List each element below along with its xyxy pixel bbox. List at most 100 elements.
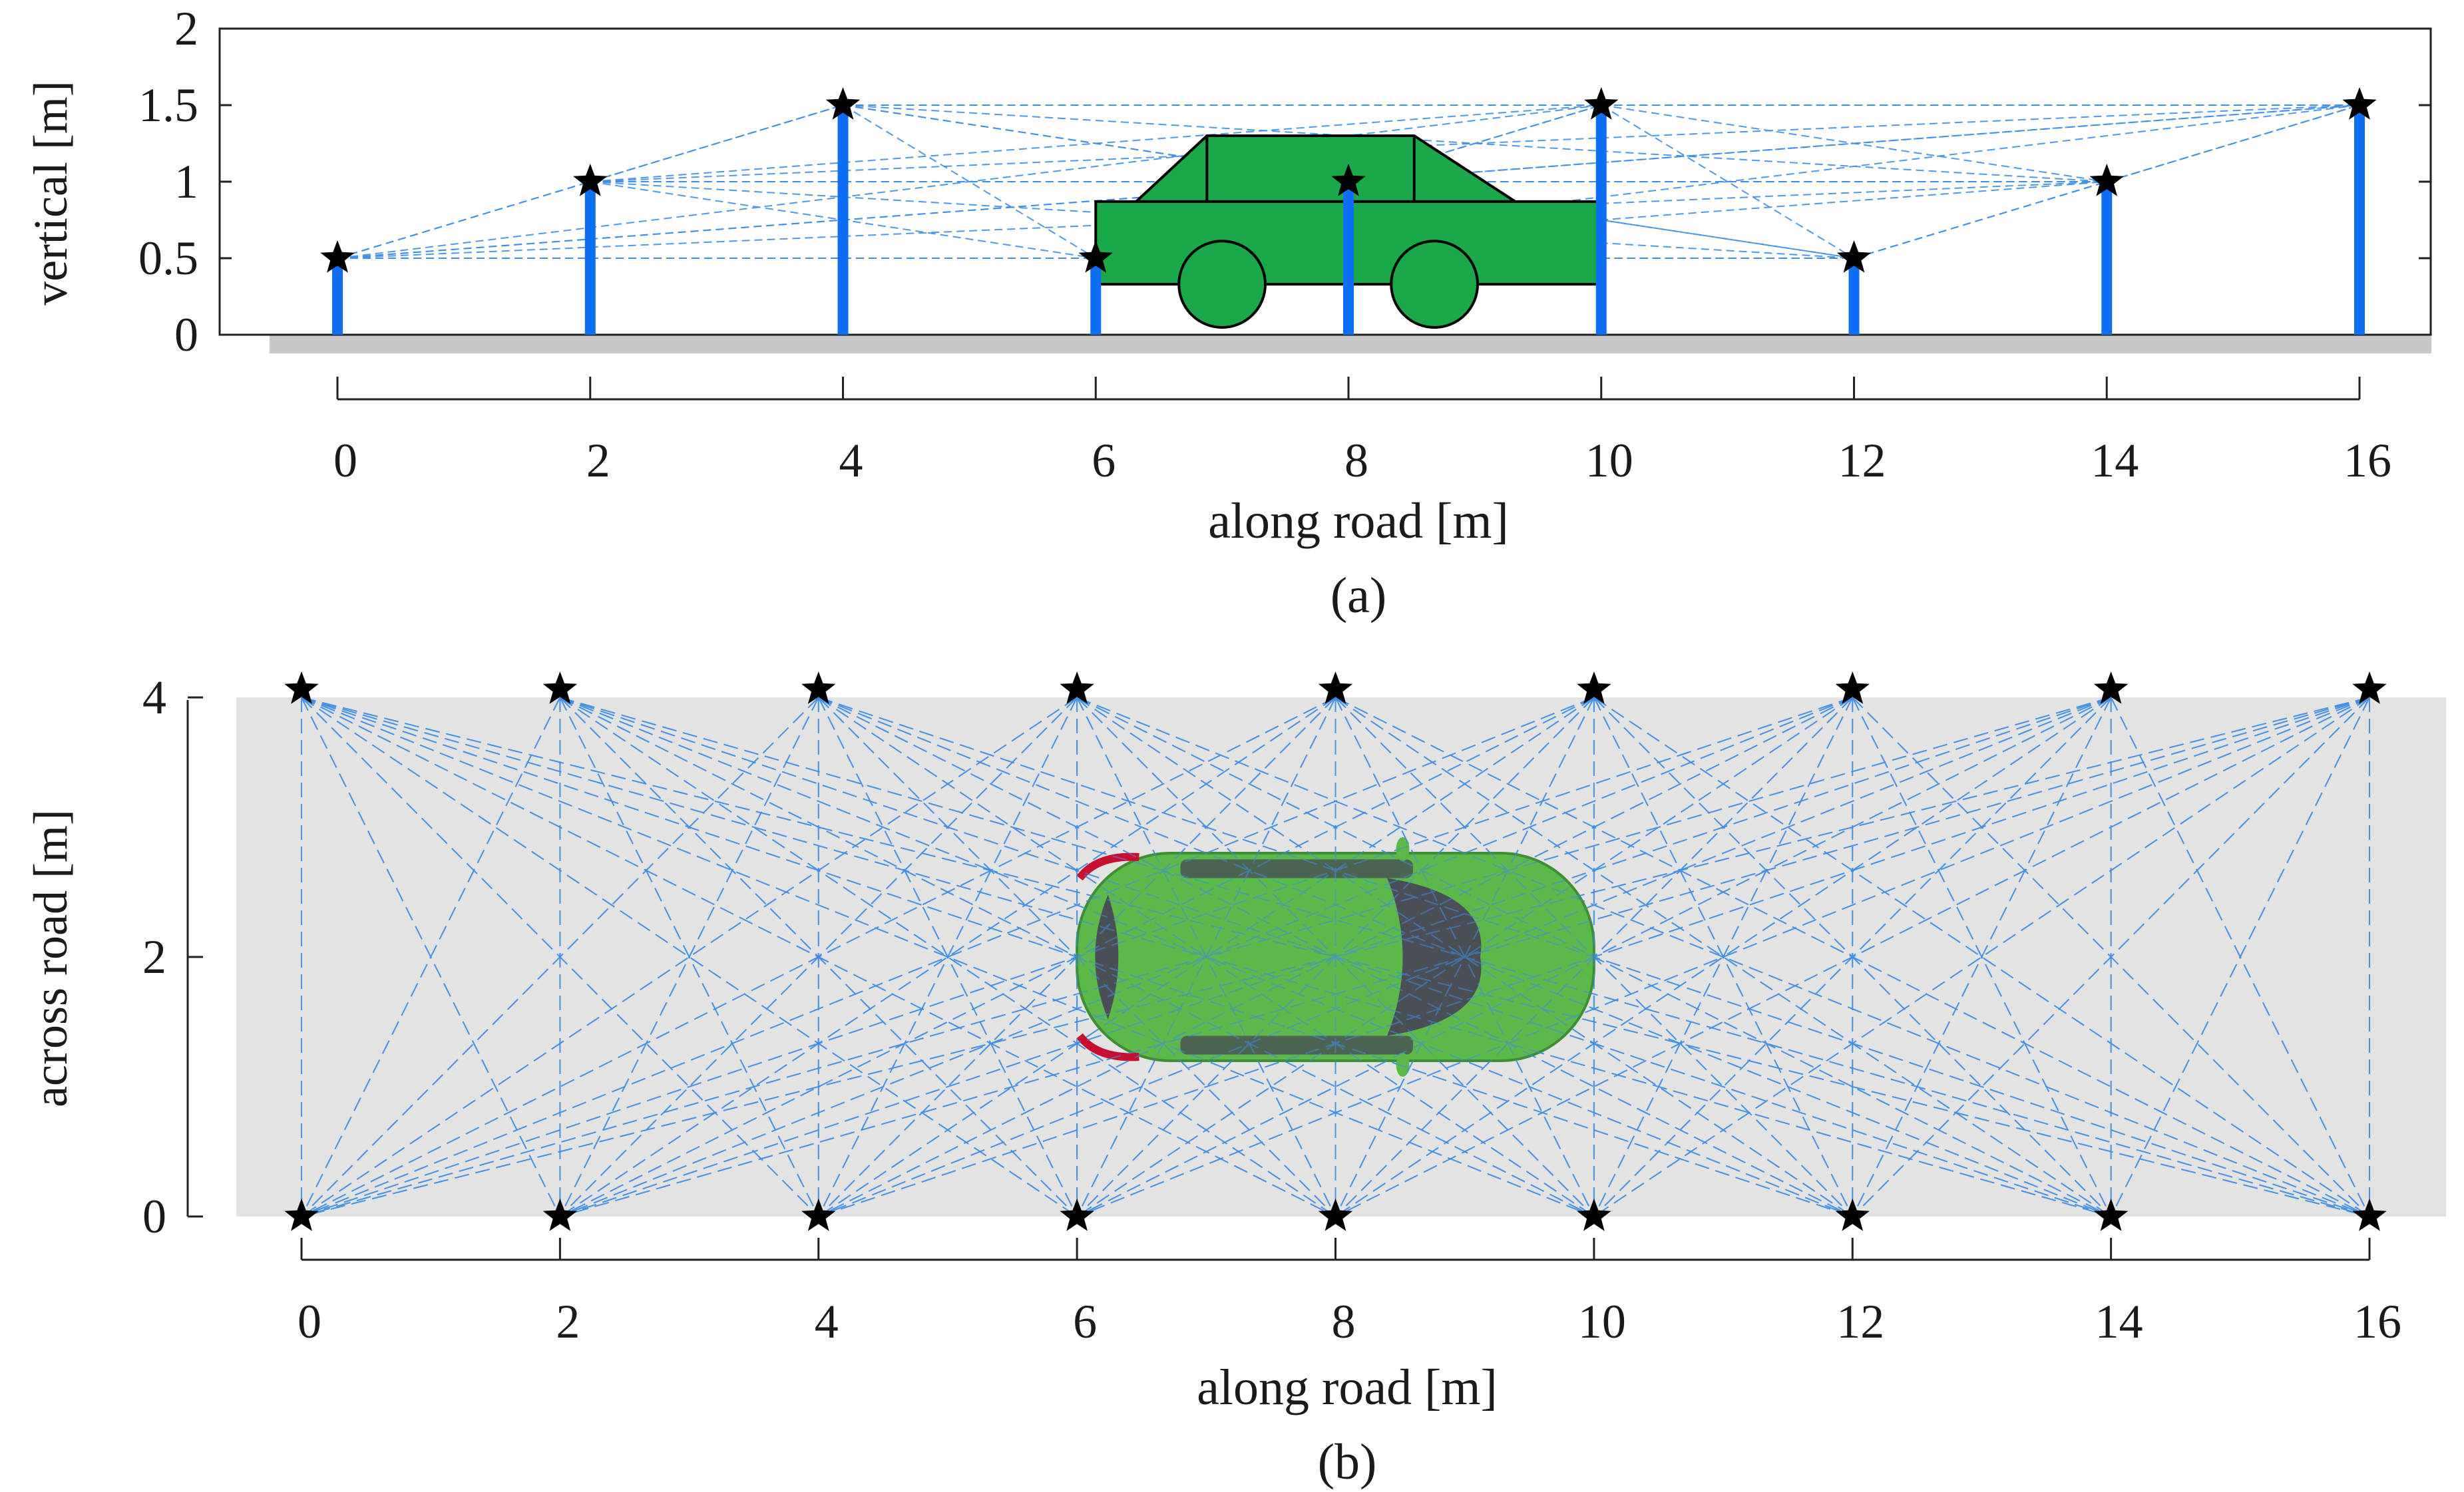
link-line (818, 697, 1595, 1217)
link-line (560, 697, 1853, 1217)
black-star-icon (1577, 671, 1611, 704)
black-star-icon (284, 671, 319, 704)
black-star-icon (2093, 1199, 2129, 1231)
link-line (337, 104, 1601, 259)
link-line (1852, 697, 2112, 1217)
black-star-icon (1836, 240, 1872, 273)
y-tick-label: 0 (142, 1190, 166, 1243)
black-star-icon (1318, 1199, 1353, 1231)
black-star-icon (1331, 164, 1366, 196)
x-tick-label: 10 (1585, 434, 1633, 487)
panel-b-caption: (b) (1318, 1434, 1377, 1490)
pole (1848, 258, 1860, 335)
panel-a-ground (270, 335, 2431, 353)
black-star-icon (1060, 671, 1094, 704)
black-star-icon (2089, 164, 2124, 196)
pole (1343, 182, 1354, 335)
panel-a-y-axis: 00.511.52 (138, 2, 2431, 361)
pole (332, 258, 343, 335)
link-line (1076, 697, 1853, 1217)
link-line (1335, 697, 2112, 1217)
y-tick-label: 4 (142, 671, 166, 724)
panel-b-ylabel: across road [m] (24, 809, 77, 1107)
x-tick-label: 4 (839, 434, 863, 487)
link-line (818, 697, 2111, 1217)
link-line (1335, 697, 2370, 1217)
pole (1090, 258, 1102, 335)
panel-a-xlabel: along road [m] (1208, 493, 1509, 549)
y-tick-label: 2 (174, 2, 198, 55)
link-line (560, 697, 2370, 1217)
black-star-icon (573, 164, 608, 196)
link-line (560, 697, 1853, 1217)
pole (2101, 182, 2113, 335)
black-star-icon (1060, 1199, 1094, 1231)
black-star-icon (542, 1199, 578, 1231)
car-rear-window (1095, 894, 1119, 1020)
link-line (1096, 104, 2360, 259)
y-tick-label: 1.5 (138, 79, 198, 132)
link-line (1593, 697, 2370, 1217)
link-line (818, 697, 2111, 1217)
link-line (1076, 697, 2370, 1217)
x-tick-label: 12 (1838, 434, 1886, 487)
link-line (301, 697, 2370, 1217)
link-line (2110, 697, 2370, 1217)
link-line (1601, 104, 2107, 182)
x-tick-label: 14 (2095, 1295, 2143, 1348)
x-tick-label: 16 (2354, 1295, 2401, 1348)
black-star-icon (2093, 671, 2129, 704)
panel-b-xlabel: along road [m] (1197, 1360, 1498, 1415)
car-mirror (1396, 1053, 1410, 1077)
y-tick-label: 0.5 (138, 232, 198, 285)
panel-a-poles (332, 105, 2365, 335)
link-line (590, 104, 843, 182)
car-mirror (1396, 837, 1410, 861)
link-line (818, 697, 2370, 1217)
link-line (559, 697, 819, 1217)
y-tick-label: 0 (174, 308, 198, 361)
black-star-icon (2352, 671, 2387, 704)
link-line (301, 697, 1853, 1217)
x-tick-label: 2 (586, 434, 610, 487)
x-tick-label: 16 (2344, 434, 2391, 487)
black-star-icon (801, 1199, 836, 1231)
car-side-window (1180, 1035, 1414, 1055)
x-tick-label: 6 (1073, 1295, 1097, 1348)
link-line (817, 697, 1078, 1217)
x-tick-label: 0 (298, 1295, 321, 1348)
car-side-window (1180, 859, 1414, 878)
black-star-icon (284, 1199, 319, 1231)
x-tick-label: 4 (815, 1295, 839, 1348)
car-taillight (1076, 1033, 1139, 1061)
black-star-icon (1835, 671, 1870, 704)
link-line (301, 697, 1078, 1217)
link-line (1593, 697, 1854, 1217)
link-line (559, 697, 1336, 1217)
black-star-icon (825, 87, 861, 120)
x-tick-label: 14 (2091, 434, 2139, 487)
black-star-icon (1577, 1199, 1611, 1231)
car-cabin (1132, 134, 1520, 203)
panel-b-y-axis: 024 (142, 671, 203, 1243)
pole (2354, 105, 2365, 335)
link-line (301, 697, 819, 1217)
link-line (1076, 697, 2370, 1217)
car-taillight (1076, 852, 1139, 881)
black-star-icon (1584, 87, 1619, 120)
x-tick-label: 8 (1344, 434, 1368, 487)
black-star-icon (2342, 87, 2377, 120)
x-tick-label: 0 (333, 434, 357, 487)
panel-a-ylabel: vertical [m] (24, 81, 77, 305)
link-line (301, 697, 561, 1217)
panel-a-caption: (a) (1331, 568, 1386, 624)
link-line (1601, 104, 1855, 259)
link-line (301, 697, 1336, 1217)
panel-b-car (301, 697, 2370, 1217)
black-star-icon (801, 671, 836, 704)
